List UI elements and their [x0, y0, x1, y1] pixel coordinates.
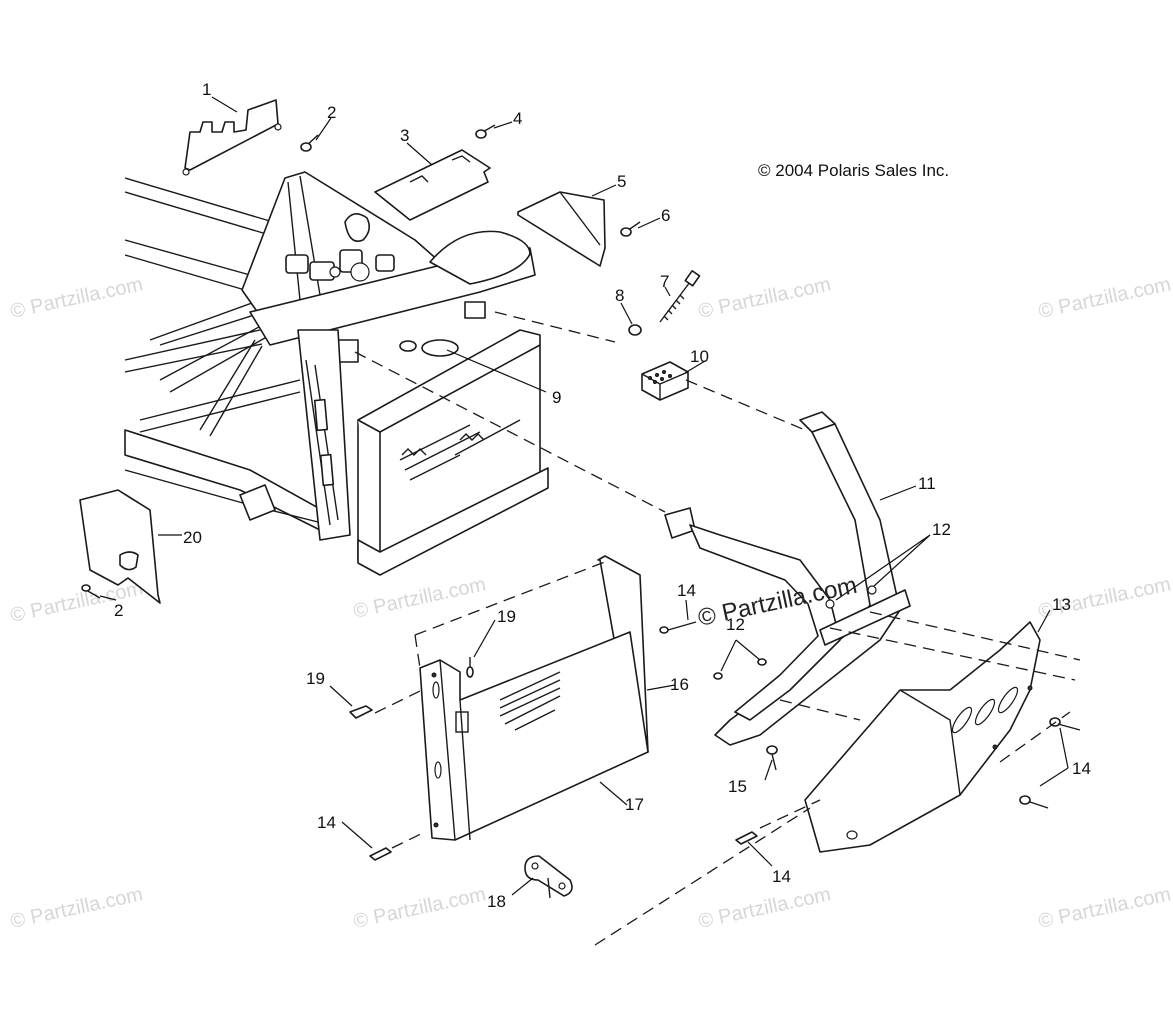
- part-1-bracket: [184, 99, 279, 171]
- part-10-block: [641, 361, 689, 401]
- callout-2: 2: [327, 103, 336, 122]
- callout-7: 7: [660, 272, 669, 291]
- watermark: © Partzilla.com: [8, 577, 144, 627]
- callout-19: 19: [306, 669, 325, 688]
- watermark: © Partzilla.com: [696, 883, 832, 933]
- callout-3: 3: [400, 126, 409, 145]
- callout-19-top: 19: [497, 607, 516, 626]
- watermark: © Partzilla.com: [351, 573, 487, 623]
- callout-11: 11: [918, 474, 936, 493]
- watermark: © Partzilla.com: [1036, 883, 1172, 933]
- callout-14-right: 14: [1072, 759, 1091, 778]
- leader-lines: [99, 96, 1069, 896]
- radiator: [357, 329, 549, 576]
- fastener-19-left: [349, 705, 373, 719]
- callout-14-left: 14: [317, 813, 336, 832]
- chassis-frame: [124, 171, 536, 541]
- callout-13: 13: [1052, 595, 1071, 614]
- callout-8: 8: [615, 286, 624, 305]
- callout-18: 18: [487, 892, 506, 911]
- fastener-14-left: [369, 847, 392, 861]
- callout-17: 17: [625, 795, 644, 814]
- callout-12-second: 12: [726, 615, 745, 634]
- callout-14: 14: [677, 581, 696, 600]
- fastener-14-right-lower: [1019, 795, 1049, 809]
- fastener-14-right-upper: [1049, 717, 1081, 731]
- callout-5: 5: [617, 172, 626, 191]
- fastener-14-bottom: [735, 831, 758, 845]
- part-17-panel: [419, 631, 649, 841]
- part-11-bumper: [664, 411, 911, 746]
- callout-14-bottom: 14: [772, 867, 791, 886]
- bolt-part-15: [766, 745, 778, 771]
- watermark: © Partzilla.com: [8, 883, 144, 933]
- callout-labels: 1 2 3 4 5 6 7 8 9 10 11 12 13 14 12 14 1…: [114, 80, 1091, 911]
- bolt-part-7: [659, 269, 701, 323]
- washer-part-8: [628, 324, 642, 336]
- part-3-plate: [374, 149, 491, 221]
- watermark: © Partzilla.com: [8, 273, 144, 323]
- part-20-flap: [79, 489, 161, 604]
- screw-part-6: [620, 221, 641, 237]
- watermark: © Partzilla.com: [1036, 273, 1172, 323]
- callout-10: 10: [690, 347, 709, 366]
- washers-part-12: [713, 658, 767, 680]
- screw-part-2: [300, 134, 319, 152]
- watermark: © Partzilla.com: [351, 883, 487, 933]
- assembly-dashed-lines: [354, 311, 1081, 946]
- callout-9: 9: [552, 388, 561, 407]
- callout-6: 6: [661, 206, 670, 225]
- fastener-19-top: [466, 657, 474, 678]
- callout-2-lower: 2: [114, 601, 123, 620]
- fastener-14-top: [659, 621, 697, 634]
- watermark-layer: © Partzilla.com © Partzilla.com © Partzi…: [8, 273, 1172, 933]
- watermark: © Partzilla.com: [696, 273, 832, 323]
- callout-4: 4: [513, 109, 522, 128]
- callout-20: 20: [183, 528, 202, 547]
- callout-15: 15: [728, 777, 747, 796]
- copyright-notice: © 2004 Polaris Sales Inc.: [758, 161, 949, 180]
- callout-1: 1: [202, 80, 211, 99]
- callout-12: 12: [932, 520, 951, 539]
- callout-16: 16: [670, 675, 689, 694]
- part-13-skid-plate: [804, 621, 1041, 853]
- part-18-bracket: [524, 855, 573, 899]
- screw-part-2-lower: [81, 584, 101, 599]
- screw-part-4: [475, 124, 496, 139]
